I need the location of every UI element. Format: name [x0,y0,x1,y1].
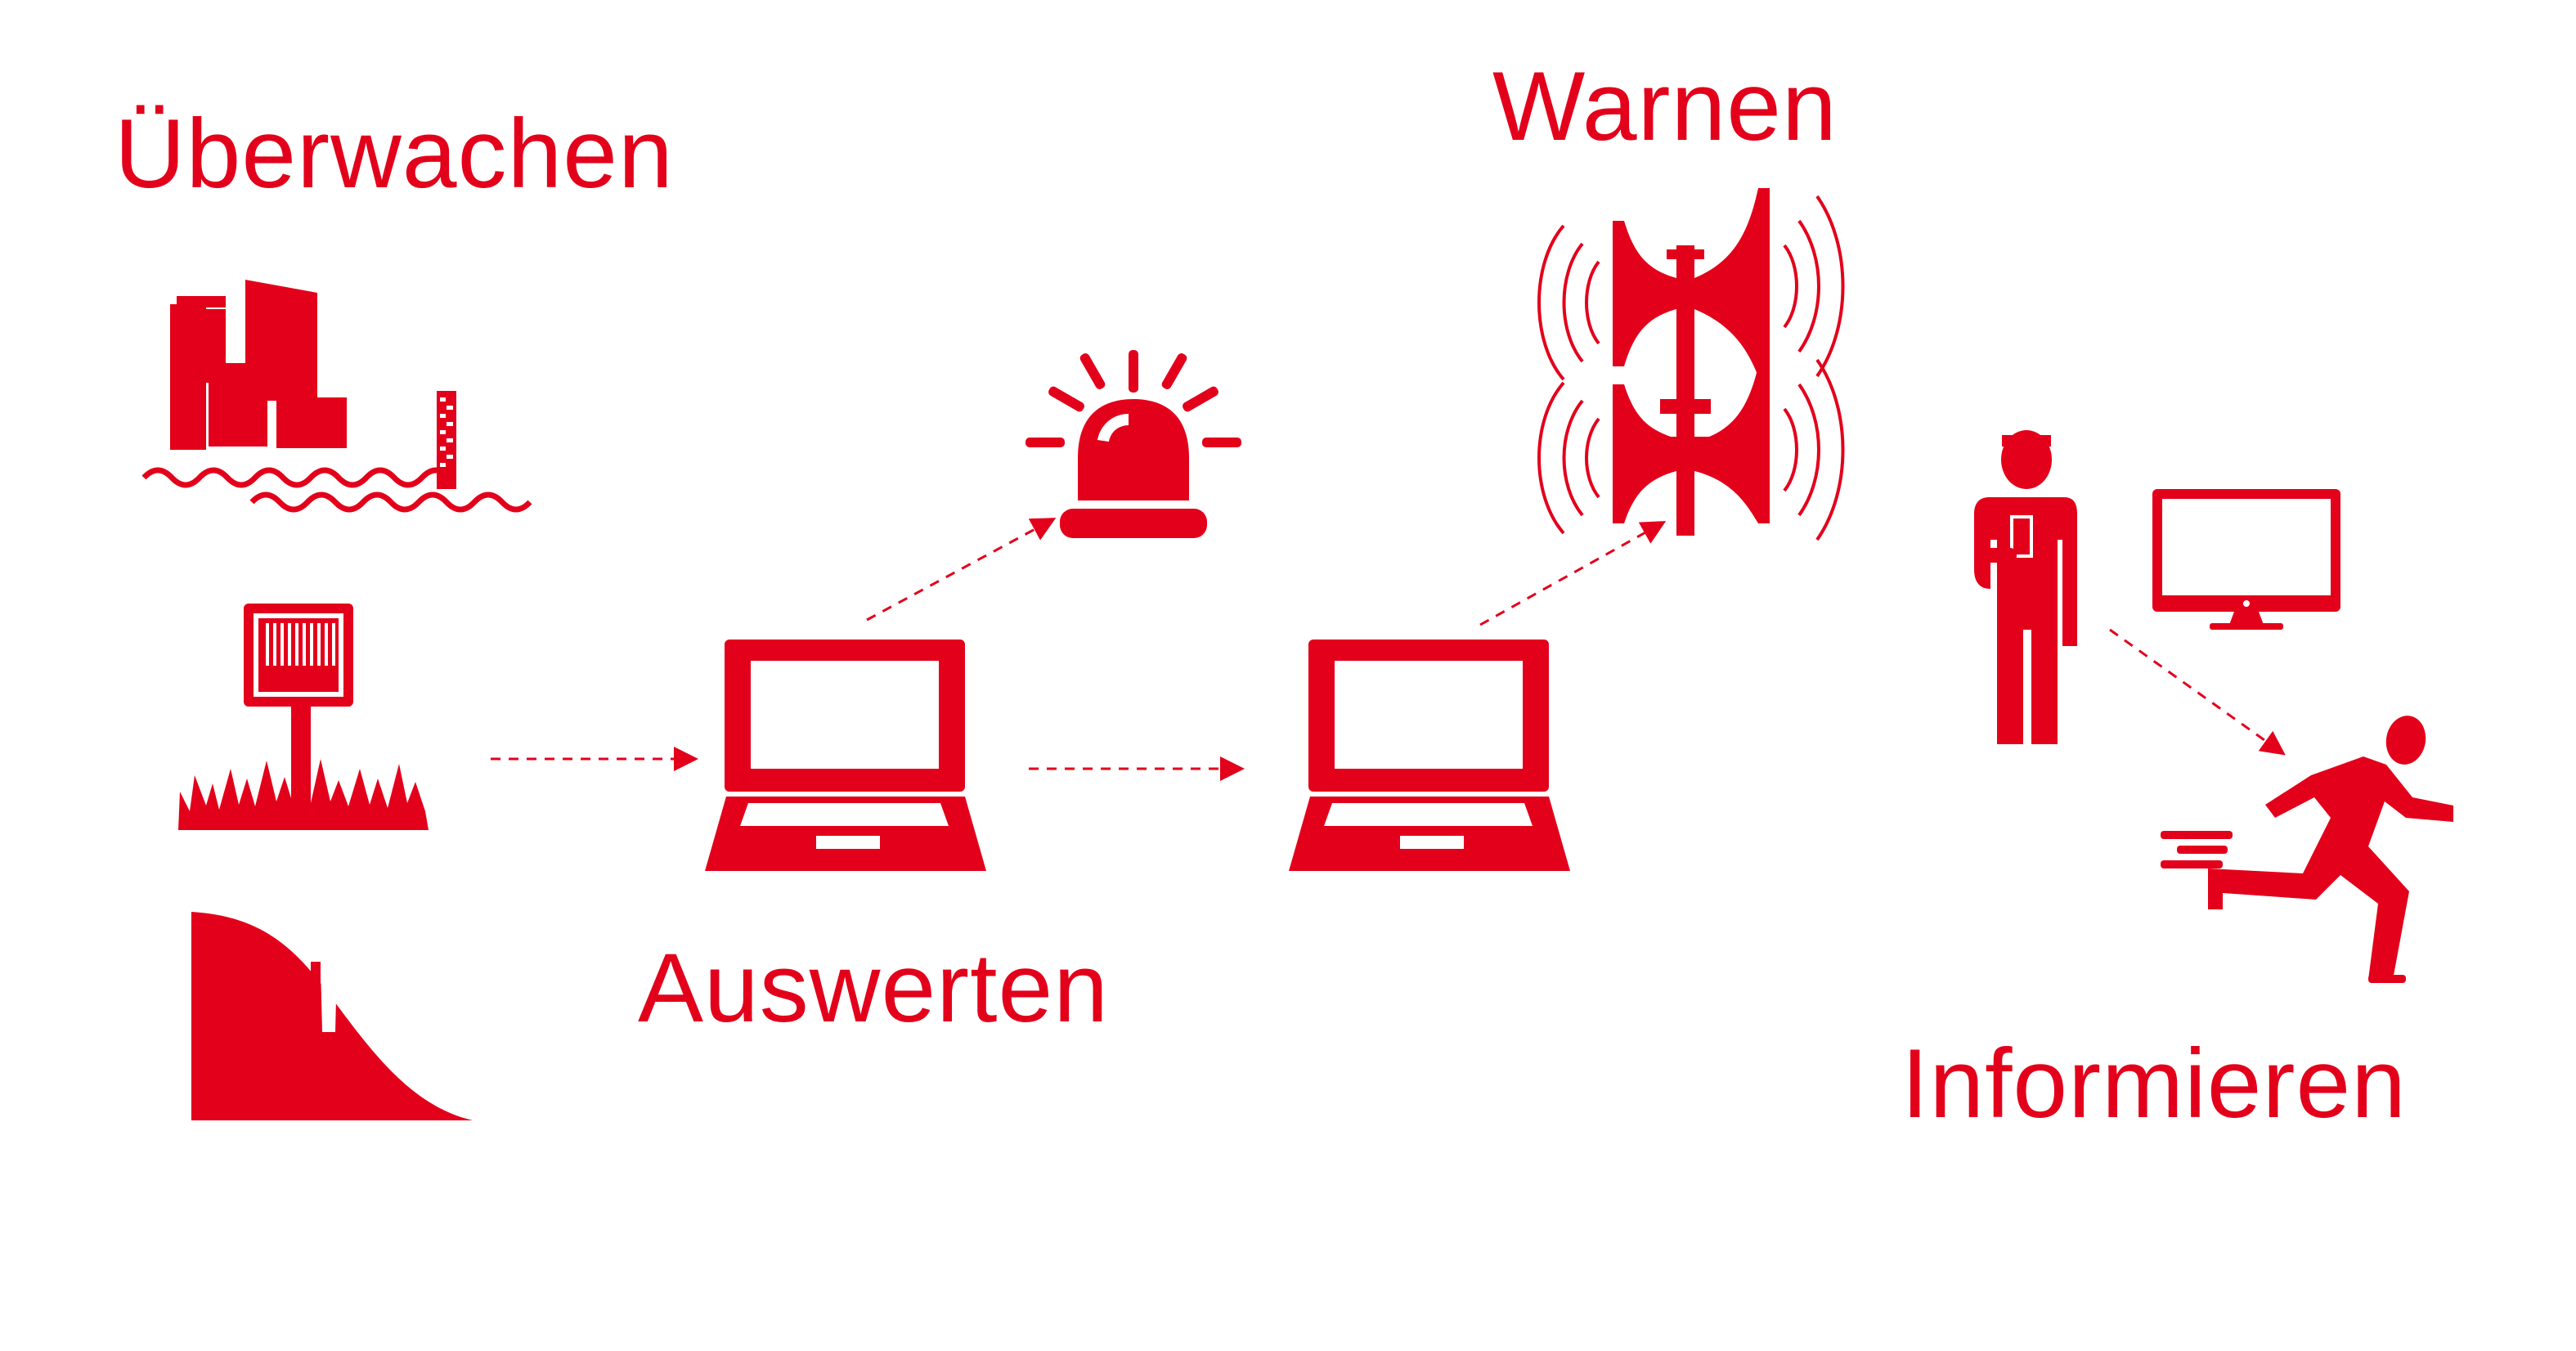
step-label-inform: Informieren [1901,1029,2407,1138]
step-label-evaluate: Auswerten [638,933,1109,1043]
landslide-icon [191,912,473,1120]
laptop-icon [705,640,986,871]
alarm-light-icon [1025,350,1241,538]
arrow-laptop-to-siren [1479,521,1667,626]
siren-icon [1537,188,1845,541]
flood-waves [141,467,532,513]
sound-waves [1537,195,1845,541]
flow-arrows [491,518,2286,781]
laptop-icon [1289,640,1570,871]
person-phone-icon [1974,430,2077,744]
weather-station-icon [178,604,429,830]
running-person-icon [2161,716,2453,983]
step-label-monitor: Überwachen [114,99,674,209]
flood-gauge-icon [170,280,456,489]
arrow-person-to-runner [2109,628,2286,756]
arrow-laptop-to-alarm-light [866,518,1057,622]
step-label-warn: Warnen [1492,52,1838,161]
monitor-icon [2152,489,2340,630]
